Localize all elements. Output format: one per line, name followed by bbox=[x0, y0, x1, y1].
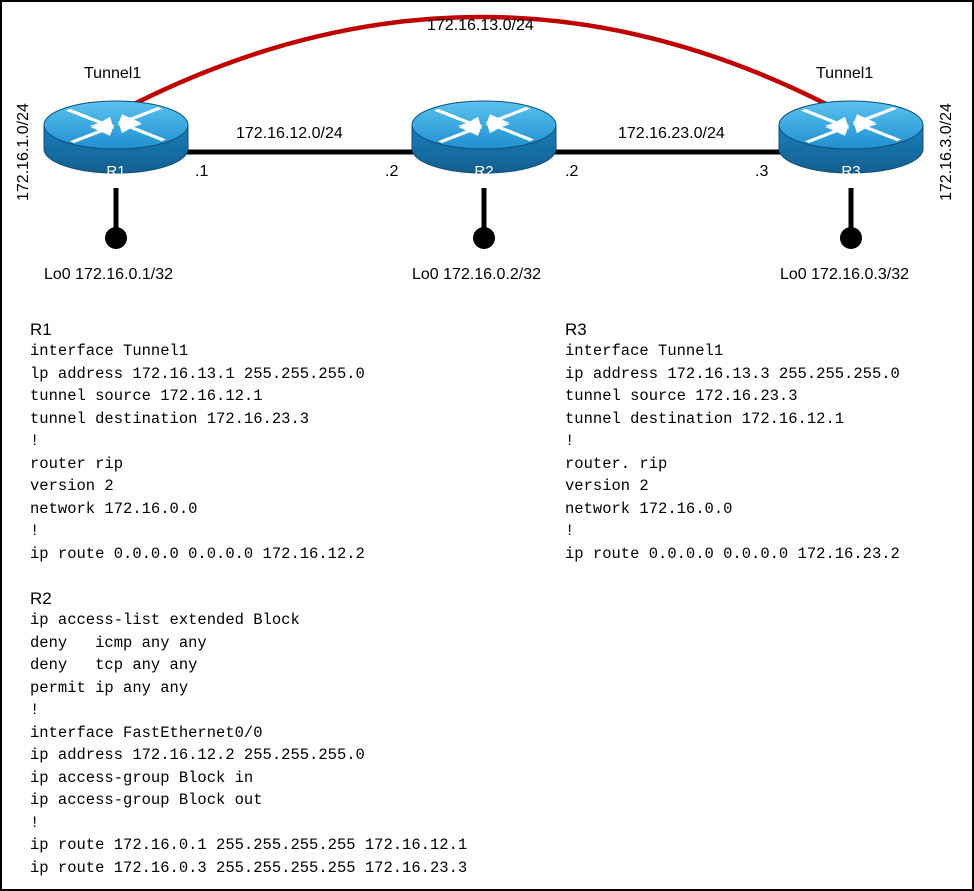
config-line: interface FastEthernet0/0 bbox=[30, 723, 263, 742]
config-line: ! bbox=[565, 522, 575, 540]
loopback-dot-r1 bbox=[105, 227, 127, 249]
loopback-label-r1: Lo0 172.16.0.1/32 bbox=[44, 266, 174, 283]
config-line: ip access-group Block in bbox=[30, 768, 254, 787]
loopback-dot-r3 bbox=[840, 227, 862, 249]
config-block-r2: ip access-list extended Block deny icmp … bbox=[30, 609, 467, 879]
config-line: network 172.16.0.0 bbox=[30, 499, 198, 518]
config-line: ip route 0.0.0.0 0.0.0.0 172.16.23.2 bbox=[565, 544, 900, 563]
config-line: ip access-list extended Block bbox=[30, 611, 300, 629]
loopback-label-r2: Lo0 172.16.0.2/32 bbox=[412, 266, 542, 283]
config-line: ! bbox=[30, 701, 40, 719]
loopback-label-r3: Lo0 172.16.0.3/32 bbox=[780, 266, 910, 283]
link-subnet-r2-r3: 172.16.23.0/24 bbox=[618, 125, 725, 142]
config-line: router rip bbox=[30, 454, 124, 473]
config-line: tunnel source 172.16.12.1 bbox=[30, 387, 263, 405]
config-line: ! bbox=[30, 522, 40, 540]
router-name-r3: R3 bbox=[841, 163, 860, 180]
config-line: interface Tunnel1 bbox=[565, 342, 724, 360]
config-line: tunnel destination 172.16.12.1 bbox=[565, 409, 845, 428]
config-title-r3: R3 bbox=[565, 320, 587, 339]
r3-side-subnet: 172.16.3.0/24 bbox=[938, 103, 955, 201]
config-line: version 2 bbox=[565, 477, 649, 495]
config-line: ! bbox=[30, 432, 40, 450]
config-block-r1: interface Tunnel1 lp address 172.16.13.1… bbox=[30, 340, 365, 565]
config-line: deny tcp any any bbox=[30, 656, 198, 674]
router-name-r1: R1 bbox=[106, 163, 125, 180]
ip-r2-link-right: .2 bbox=[565, 163, 579, 180]
config-line: ip access-group Block out bbox=[30, 791, 263, 809]
config-line: deny icmp any any bbox=[30, 633, 207, 652]
config-line: ip address 172.16.13.3 255.255.255.0 bbox=[565, 364, 900, 383]
config-line: network 172.16.0.0 bbox=[565, 499, 733, 518]
router-name-r2: R2 bbox=[474, 163, 493, 180]
tunnel-link bbox=[132, 14, 828, 107]
tunnel-label-r3: Tunnel1 bbox=[816, 65, 874, 82]
ip-r3-link: .3 bbox=[755, 163, 769, 180]
r1-side-subnet: 172.16.1.0/24 bbox=[15, 103, 32, 201]
config-line: lp address 172.16.13.1 255.255.255.0 bbox=[30, 364, 365, 383]
ip-r1-link: .1 bbox=[195, 163, 209, 180]
config-line: permit ip any any bbox=[30, 678, 189, 697]
config-line: router. rip bbox=[565, 454, 668, 473]
config-line: ip address 172.16.12.2 255.255.255.0 bbox=[30, 746, 365, 764]
config-line: interface Tunnel1 bbox=[30, 342, 189, 360]
config-line: ip route 172.16.0.1 255.255.255.255 172.… bbox=[30, 836, 468, 854]
config-line: version 2 bbox=[30, 477, 114, 495]
config-title-r1: R1 bbox=[30, 320, 52, 339]
config-line: ! bbox=[565, 432, 575, 450]
tunnel-label-r1: Tunnel1 bbox=[84, 65, 142, 82]
loopback-dot-r2 bbox=[473, 227, 495, 249]
config-line: ! bbox=[30, 813, 40, 832]
link-subnet-r1-r2: 172.16.12.0/24 bbox=[236, 125, 343, 142]
config-line: tunnel source 172.16.23.3 bbox=[565, 387, 798, 405]
config-line: ip route 172.16.0.3 255.255.255.255 172.… bbox=[30, 858, 468, 877]
config-line: tunnel destination 172.16.23.3 bbox=[30, 409, 310, 428]
ip-r2-link-left: .2 bbox=[385, 163, 399, 180]
tunnel-subnet-label: 172.16.13.0/24 bbox=[427, 17, 534, 34]
config-title-r2: R2 bbox=[30, 589, 52, 608]
config-line: ip route 0.0.0.0 0.0.0.0 172.16.12.2 bbox=[30, 544, 365, 563]
config-block-r3: interface Tunnel1 ip address 172.16.13.3… bbox=[565, 340, 900, 565]
